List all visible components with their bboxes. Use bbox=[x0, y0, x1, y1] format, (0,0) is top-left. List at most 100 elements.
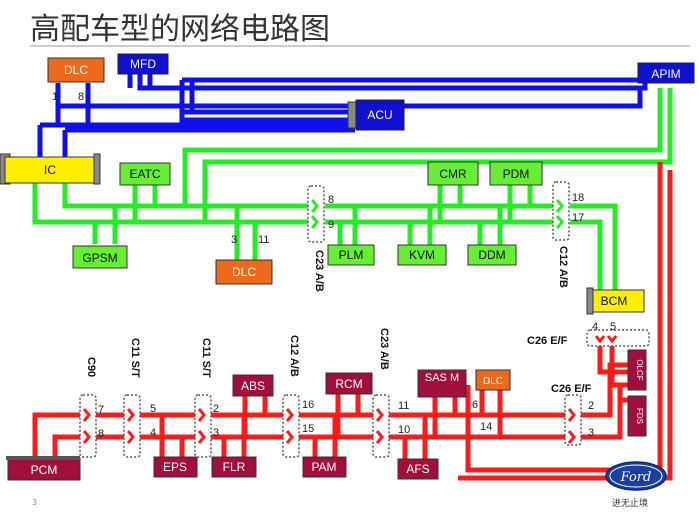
connector-c26-top-label: C26 E/F bbox=[527, 335, 568, 347]
ford-logo: Ford bbox=[605, 461, 667, 491]
pin-c26-3: 3 bbox=[588, 427, 594, 439]
connector-c12-top bbox=[552, 181, 570, 241]
red-pcm-upper bbox=[32, 412, 80, 458]
connector-c90 bbox=[79, 394, 97, 458]
connector-c12-top-label: C12 A/B bbox=[557, 246, 569, 288]
dlc-top-label: DLC bbox=[64, 63, 88, 77]
mfd-module: MFD bbox=[117, 53, 169, 75]
eatc-label: EATC bbox=[129, 167, 160, 181]
ic-label: IC bbox=[44, 163, 56, 177]
connector-c23-bot bbox=[372, 394, 390, 458]
dlc-bot-label: DLC bbox=[483, 376, 503, 387]
dlc-mid-module: DLC bbox=[215, 259, 273, 285]
connector-c12-bot-label: C12 A/B bbox=[288, 335, 300, 377]
ddm-module: DDM bbox=[467, 244, 517, 266]
olcf-module: OLCF bbox=[627, 349, 647, 391]
pam-module: PAM bbox=[302, 456, 347, 478]
red-apim-a bbox=[465, 162, 663, 473]
pin-c12-top-18: 18 bbox=[572, 192, 584, 204]
apim-module: APIM bbox=[637, 62, 695, 84]
acu-module: ACU bbox=[347, 99, 405, 131]
mfd-label: MFD bbox=[130, 57, 156, 71]
ms-can-mfd-feed bbox=[137, 72, 648, 91]
flr-label: FLR bbox=[223, 460, 246, 474]
dlc-bot-module: DLC bbox=[475, 369, 511, 391]
gpsm-module: GPSM bbox=[72, 245, 128, 269]
page-number: 3 bbox=[32, 498, 38, 507]
afs-module: AFS bbox=[397, 458, 439, 480]
hs-can-red-bus bbox=[32, 162, 673, 481]
apim-label: APIM bbox=[651, 67, 680, 81]
olcf-label: OLCF bbox=[635, 359, 644, 380]
logo-tagline: 进无止境 bbox=[612, 499, 649, 509]
red-c26-olcf bbox=[581, 362, 628, 418]
pin-dlc-top-1: 1 bbox=[52, 91, 58, 103]
dlc-top-module: DLC bbox=[47, 57, 105, 83]
plm-module: PLM bbox=[327, 244, 375, 266]
pin-c11a-5: 5 bbox=[150, 403, 156, 415]
green-right-lower bbox=[570, 219, 603, 290]
abs-label: ABS bbox=[241, 379, 265, 393]
pin-dlc-top-8: 8 bbox=[78, 91, 84, 103]
connector-c11a bbox=[123, 394, 141, 458]
connector-c23-top-label: C23 A/B bbox=[313, 250, 325, 292]
hs-can-green-bus bbox=[32, 88, 673, 290]
connector-c26-bot bbox=[564, 394, 582, 446]
ddm-label: DDM bbox=[478, 248, 505, 262]
bcm-module: BCM bbox=[586, 287, 645, 315]
pin-c23-10: 10 bbox=[398, 424, 410, 436]
red-bcm-b bbox=[609, 342, 628, 388]
pin-c23-top-8: 8 bbox=[328, 194, 334, 206]
pin-c90-7: 7 bbox=[98, 404, 104, 416]
kvm-label: KVM bbox=[409, 248, 435, 262]
gpsm-label: GPSM bbox=[82, 251, 117, 265]
pcm-module: PCM bbox=[6, 456, 81, 481]
pdm-label: PDM bbox=[503, 167, 530, 181]
connector-c90-label: C90 bbox=[85, 357, 97, 377]
cmr-label: CMR bbox=[439, 167, 467, 181]
pin-c12-16: 16 bbox=[302, 399, 314, 411]
red-apim-b bbox=[458, 170, 673, 481]
green-upper-left bbox=[62, 182, 310, 209]
ic-module: IC bbox=[0, 153, 101, 185]
pin-bcm-4: 4 bbox=[592, 321, 598, 333]
connector-c12-bot bbox=[282, 394, 300, 458]
pin-c23-top-9: 9 bbox=[328, 219, 334, 231]
sasm-label: SAS M bbox=[425, 372, 459, 384]
page-title: 高配车型的网络电路图 bbox=[30, 12, 330, 47]
pin-c90-8: 8 bbox=[98, 428, 104, 440]
connector-c26-bot-label: C26 E/F bbox=[551, 383, 592, 395]
pdm-module: PDM bbox=[489, 161, 543, 186]
ms-can-acu-b bbox=[179, 80, 355, 123]
red-pcm-lower bbox=[52, 434, 80, 458]
ford-logo-text: Ford bbox=[620, 470, 652, 485]
pin-c12-15: 15 bbox=[302, 423, 314, 435]
dlc-mid-label: DLC bbox=[232, 265, 256, 279]
kvm-module: KVM bbox=[397, 244, 447, 266]
afs-label: AFS bbox=[406, 462, 429, 476]
pam-label: PAM bbox=[311, 460, 336, 474]
eps-label: EPS bbox=[163, 460, 187, 474]
pin-dlc-mid-3: 3 bbox=[231, 234, 237, 246]
cmr-module: CMR bbox=[427, 161, 479, 186]
eatc-module: EATC bbox=[119, 162, 171, 186]
connector-c26-top bbox=[586, 329, 650, 347]
pcm-label: PCM bbox=[31, 463, 58, 477]
pin-c11a-4: 4 bbox=[150, 427, 156, 439]
abs-module: ABS bbox=[232, 374, 274, 397]
pin-c11b-3: 3 bbox=[213, 427, 219, 439]
pin-c11b-2: 2 bbox=[213, 403, 219, 415]
connector-c11a-label: C11 S/T bbox=[129, 338, 141, 378]
pin-c26-2: 2 bbox=[588, 400, 594, 412]
connector-c23-bot-label: C23 A/B bbox=[378, 328, 390, 370]
fds-module: FDS bbox=[627, 395, 647, 437]
fds-label: FDS bbox=[635, 408, 644, 424]
pin-dlc-6: 6 bbox=[472, 399, 478, 411]
pin-dlc-14: 14 bbox=[480, 421, 492, 433]
connector-c23-top bbox=[307, 185, 325, 243]
red-bcm-a bbox=[597, 342, 628, 375]
bcm-label: BCM bbox=[601, 294, 628, 308]
pin-c12-top-17: 17 bbox=[572, 212, 584, 224]
